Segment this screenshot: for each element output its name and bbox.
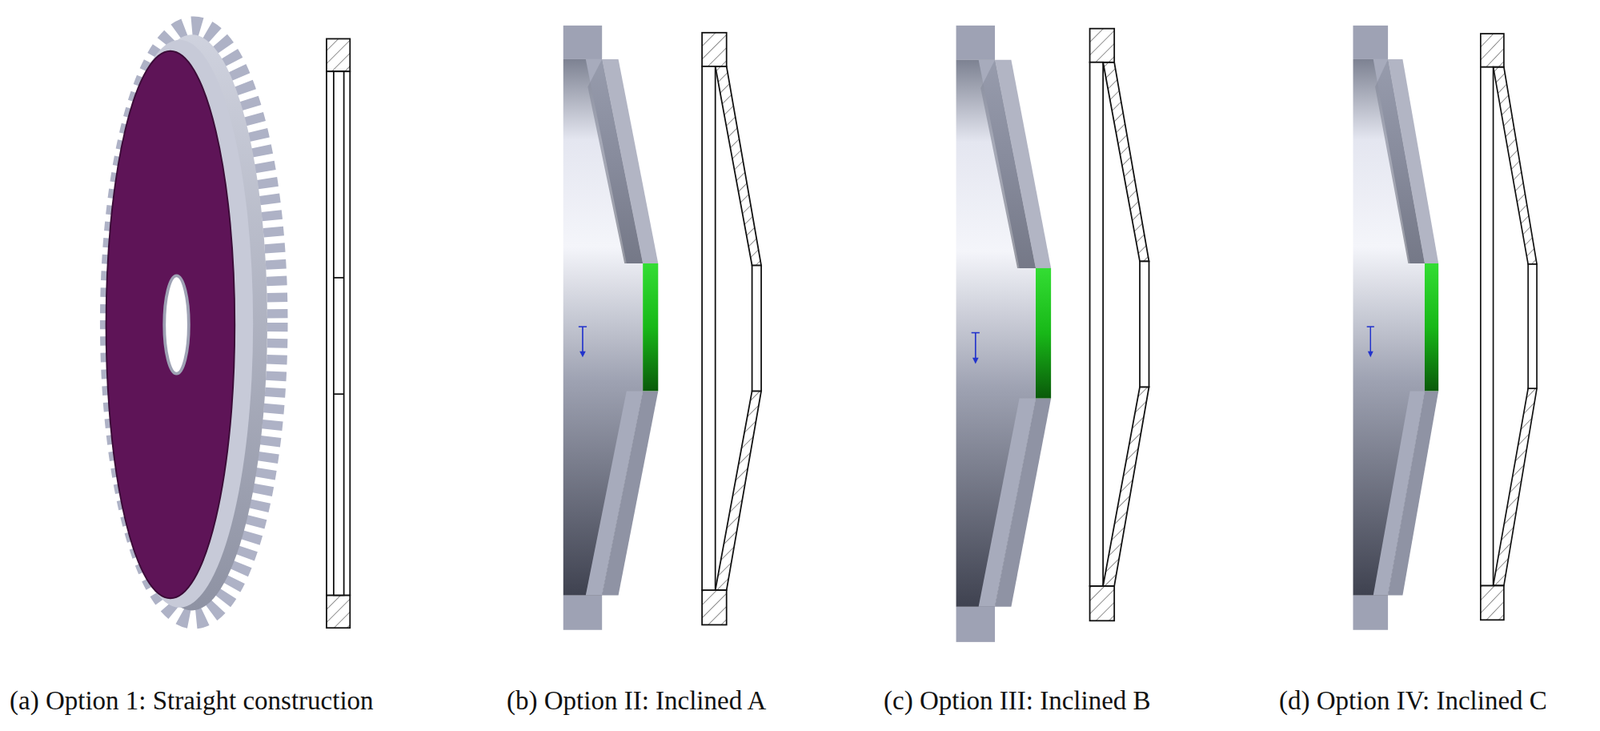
subfigure-caption: (c) Option III: Inclined B bbox=[883, 685, 1151, 718]
subfigure-caption: (b) Option II: Inclined A bbox=[506, 685, 766, 718]
subfigure-caption: (a) Option 1: Straight construction bbox=[9, 685, 374, 718]
subfigure-caption: (d) Option IV: Inclined C bbox=[1279, 685, 1548, 718]
